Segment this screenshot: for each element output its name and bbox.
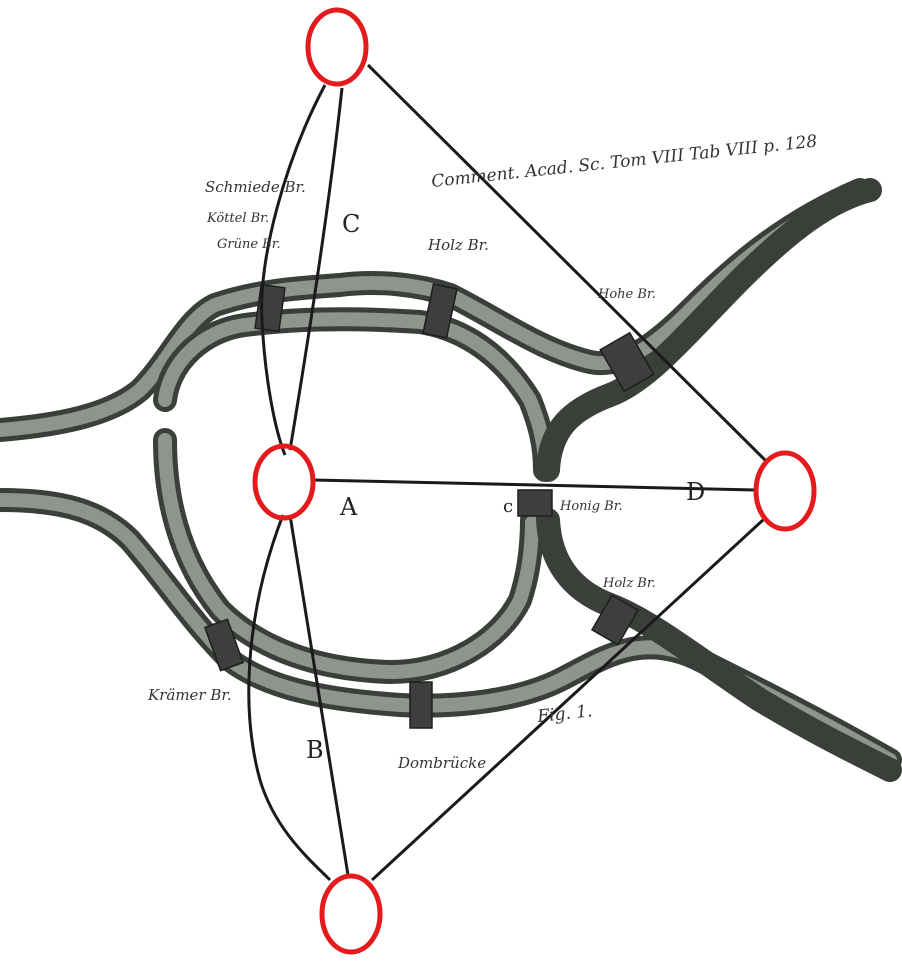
river-island-north xyxy=(165,319,545,470)
note-kraemer: Krämer Br. xyxy=(147,686,232,704)
note-gruene: Grüne Br. xyxy=(217,237,281,252)
label-c-small: c xyxy=(503,496,513,517)
graph-edges xyxy=(249,65,765,880)
node-b[interactable] xyxy=(322,876,380,952)
bridge-kraemer xyxy=(410,682,432,728)
node-d[interactable] xyxy=(756,453,814,529)
note-hohe: Hohe Br. xyxy=(597,287,656,302)
river-east-lower xyxy=(548,520,890,770)
node-a[interactable] xyxy=(255,446,313,518)
label-c: C xyxy=(342,210,360,238)
label-a: A xyxy=(339,493,358,521)
note-honig: Honig Br. xyxy=(559,499,623,514)
note-schmiede: Schmiede Br. xyxy=(205,178,306,196)
fig-label: Fig. 1. xyxy=(535,701,593,727)
note-holz: Holz Br. xyxy=(427,236,489,254)
node-c[interactable] xyxy=(308,10,366,84)
label-b: B xyxy=(306,736,324,764)
river-east-upper xyxy=(548,190,870,470)
note-koettel: Köttel Br. xyxy=(206,211,269,226)
edge-c-a-1 xyxy=(262,85,325,455)
header-note: Comment. Acad. Sc. Tom VIII Tab VIII p. … xyxy=(430,132,818,192)
label-d: D xyxy=(686,478,705,506)
bridge-schmiede xyxy=(255,285,285,332)
bridge-honig xyxy=(518,490,552,516)
note-lower-right: Holz Br. xyxy=(602,576,656,591)
note-dombruecke: Dombrücke xyxy=(397,754,486,772)
edge-c-d xyxy=(368,65,765,460)
